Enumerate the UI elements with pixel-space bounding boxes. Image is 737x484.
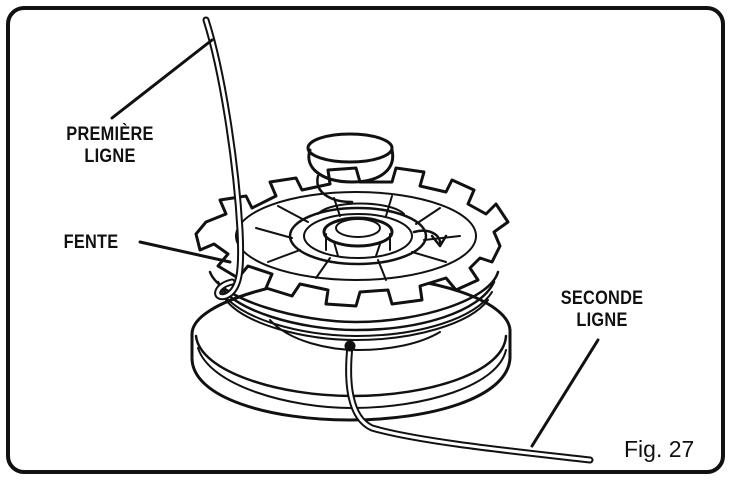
leader-slot (138, 240, 232, 264)
first-line (202, 16, 245, 301)
label-slot-text: FENTE (63, 232, 119, 253)
label-first-line-2: LIGNE (84, 146, 136, 167)
leader-lines (110, 38, 600, 448)
leader-second-line (530, 338, 600, 448)
label-second-line: SECONDE LIGNE (542, 288, 662, 332)
label-slot: FENTE (44, 232, 139, 254)
leader-first-line (110, 38, 214, 120)
label-second-line-2: LIGNE (576, 310, 628, 331)
winding-direction-arrow (412, 229, 448, 248)
label-first-line-1: PREMIÈRE (66, 124, 154, 145)
second-line (344, 340, 594, 464)
figure-caption: Fig. 27 (624, 436, 695, 462)
label-second-line-1: SECONDE (560, 288, 644, 309)
label-first-line: PREMIÈRE LIGNE (50, 124, 170, 168)
spool-hub (288, 202, 428, 266)
reel-wound-line (208, 270, 500, 341)
spring-coil (306, 132, 395, 204)
